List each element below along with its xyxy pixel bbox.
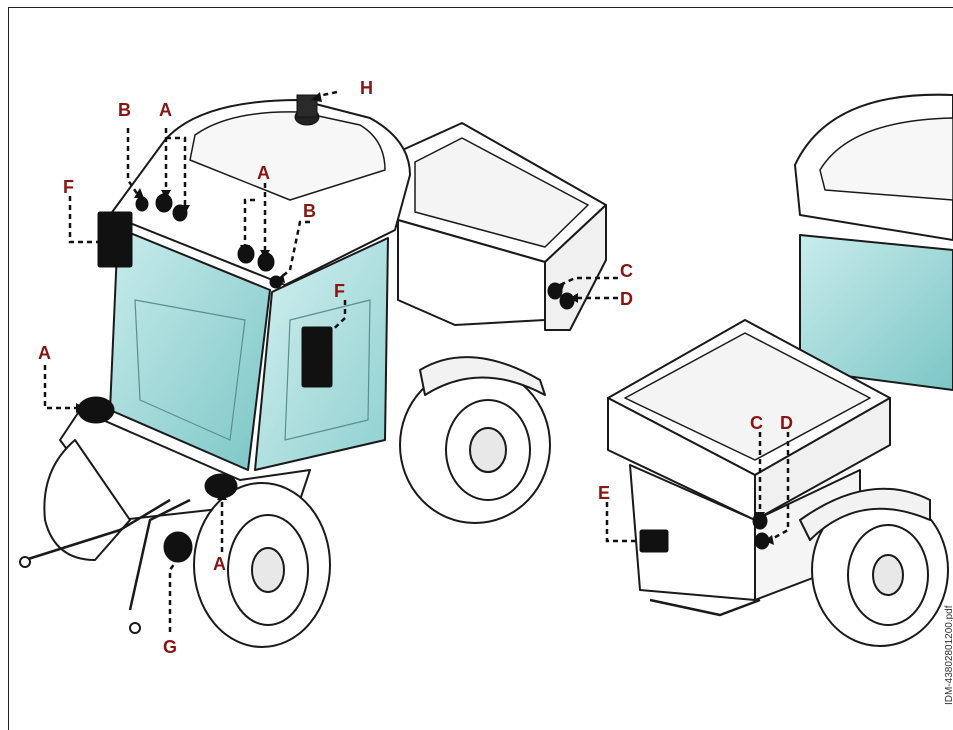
callout-d-right: D [780, 413, 793, 433]
mirror-left-marker [97, 211, 133, 268]
light-markers [77, 94, 770, 563]
callout-a-cab-right: A [257, 163, 270, 183]
mirror-right-marker [301, 326, 333, 388]
callout-e: E [598, 483, 611, 503]
callout-f-left-mirror: F [63, 177, 74, 197]
frame-left-border [8, 7, 9, 730]
leader-lines [43, 90, 790, 632]
callout-c-left: C [620, 261, 633, 281]
callout-a-front-right: A [213, 554, 226, 574]
callout-a-front-left: A [38, 343, 51, 363]
document-id: IDM-43802801200.pdf [944, 605, 953, 705]
right-tractor-illustration [607, 93, 953, 647]
callout-g: G [163, 637, 178, 657]
callout-c-right: C [750, 413, 763, 433]
callout-b-cab-left: B [118, 100, 131, 120]
callout-d-left: D [620, 289, 633, 309]
frame-top-border [8, 7, 953, 8]
leader-arrowheads [76, 92, 774, 560]
left-tractor-illustration [19, 99, 607, 648]
callout-f-right-mirror: F [334, 281, 345, 301]
callout-h: H [360, 78, 373, 98]
callout-b-cab-right: B [303, 201, 316, 221]
callout-a-cab-left: A [159, 100, 172, 120]
